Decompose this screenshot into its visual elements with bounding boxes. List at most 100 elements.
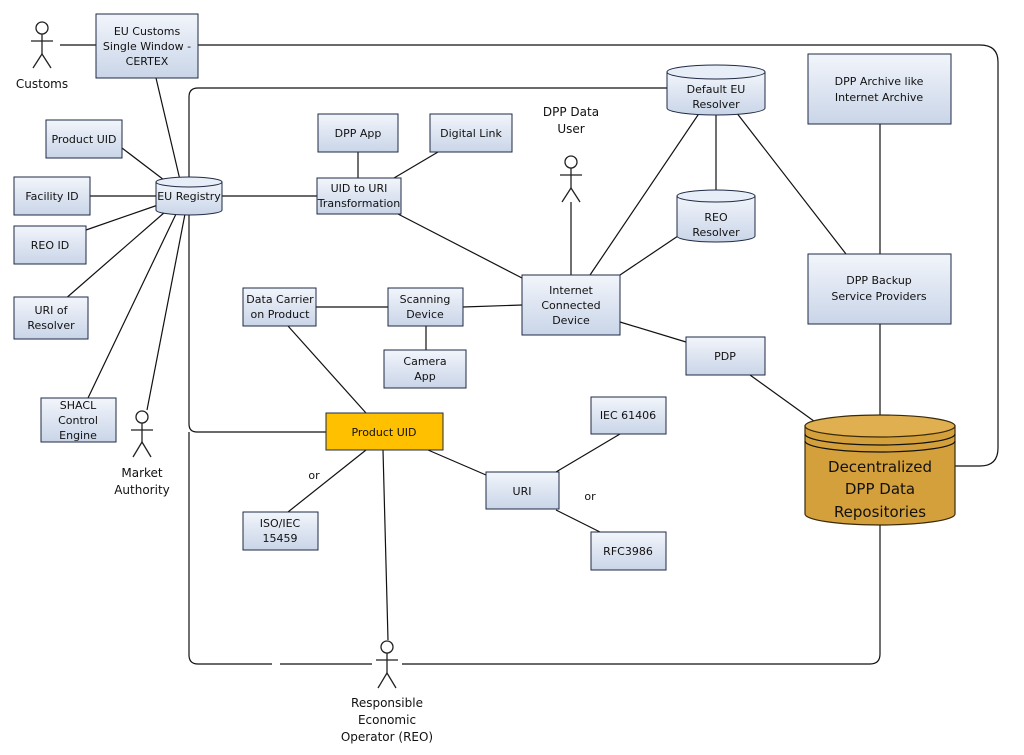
reo-line-1: Responsible [351,696,423,710]
dpp-data-user-actor-icon [560,155,582,203]
reo-resolver-line-2: Resolver [692,226,740,239]
data-carrier-line-2: on Product [251,308,311,321]
reo-line-3: Operator (REO) [341,730,433,744]
connector-defaultresolver-internet [589,111,701,276]
reo-actor: Responsible Economic Operator (REO) [341,640,433,744]
connector-digitallink-uidtouri [393,151,439,179]
connector-pdp-repositories [749,374,819,425]
connector-customs-to-repositories [198,44,999,467]
dpp-archive-box: DPP Archive like Internet Archive [807,53,952,125]
connector-productuid-registry [121,147,165,181]
dpp-data-user-actor: DPP Data User [543,105,599,203]
reo-actor-icon [376,640,398,689]
uid-to-uri-box: UID to URI Transformation [316,177,402,215]
market-authority-line-1: Market [121,466,163,480]
scanning-device-box: Scanning Device [387,287,464,327]
connector-registry-frame-left [188,210,326,433]
connector-scanning-internet [462,304,523,308]
or-annotation-left: or [308,469,320,482]
default-eu-resolver-cylinder: Default EU Resolver [666,64,766,116]
uid-to-uri-line-1: UID to URI [331,182,388,195]
data-carrier-line-1: Data Carrier [246,293,314,306]
connector-customs-registry [155,77,181,181]
internet-device-box: Internet Connected Device [521,274,621,336]
uid-to-uri-line-2: Transformation [317,197,401,210]
decentralized-line-1: Decentralized [828,458,932,476]
dpp-data-user-line-2: User [557,122,584,136]
connector-reoid-registry [85,204,159,231]
reo-id-box: REO ID [13,225,87,265]
product-uid-main-label: Product UID [351,426,416,439]
connector-reoresolver-internet [619,235,679,276]
eu-customs-line-2: Single Window - [103,40,191,53]
connectors [60,44,999,665]
digital-link-box: Digital Link [429,113,513,153]
dpp-archive-line-2: Internet Archive [835,91,924,104]
eu-registry-cylinder: EU Registry [155,176,223,216]
product-uid-small-label: Product UID [51,133,116,146]
pdp-box: PDP [685,336,766,376]
dpp-app-label: DPP App [335,127,382,140]
default-eu-resolver-line-2: Resolver [692,98,740,111]
dpp-archive-line-1: DPP Archive like [835,75,924,88]
product-uid-small-box: Product UID [45,119,123,159]
connector-uri-iec [555,433,621,473]
iec-61406-box: IEC 61406 [590,396,667,435]
internet-device-line-1: Internet [549,284,593,297]
dpp-app-box: DPP App [317,113,399,153]
pdp-label: PDP [714,350,736,363]
iso-iec-box: ISO/IEC 15459 [242,511,319,551]
connector-uidtouri-internet [397,213,523,279]
dpp-backup-line-2: Service Providers [831,290,926,303]
reo-resolver-line-1: REO [704,211,728,224]
internet-device-line-3: Device [552,314,590,327]
connector-productuid-iso [287,449,367,513]
decentralized-line-3: Repositories [834,503,926,521]
scanning-device-line-1: Scanning [400,293,451,306]
connector-internet-pdp [619,321,687,343]
connector-registry-frame-top [188,87,667,185]
market-authority-actor-icon [131,410,153,458]
shacl-line-1: SHACL [60,399,97,412]
rfc3986-box: RFC3986 [590,531,667,571]
uri-of-resolver-line-2: Resolver [27,319,75,332]
or-annotation-right: or [584,490,596,503]
decentralized-line-2: DPP Data [845,480,915,498]
facility-id-box: Facility ID [13,176,91,216]
uri-label: URI [513,485,532,498]
connector-defaultresolver-backup [735,111,847,255]
eu-customs-line-1: EU Customs [114,25,181,38]
customs-actor: Customs [16,21,68,91]
shacl-box: SHACL Control Engine [40,397,117,443]
internet-device-line-2: Connected [541,299,600,312]
decentralized-repositories-cylinder: Decentralized DPP Data Repositories [804,414,956,526]
scanning-device-line-2: Device [406,308,444,321]
shacl-line-2: Control [58,414,98,427]
connector-frame-bottom [188,432,272,665]
dpp-data-user-line-1: DPP Data [543,105,599,119]
market-authority-actor: Market Authority [114,410,170,497]
digital-link-label: Digital Link [440,127,502,140]
eu-customs-line-3: CERTEX [126,55,169,68]
connector-market-registry [146,213,186,411]
customs-actor-label: Customs [16,77,68,91]
connector-productuid-reo [382,449,389,641]
facility-id-label: Facility ID [25,190,78,203]
connector-uri-resolver-registry [63,211,166,301]
dpp-backup-box: DPP Backup Service Providers [807,253,952,325]
customs-actor-icon [31,21,53,69]
iec-61406-label: IEC 61406 [600,409,656,422]
uri-box: URI [485,471,560,510]
connector-productuid-uri [427,449,487,476]
reo-line-2: Economic [358,713,416,727]
market-authority-line-2: Authority [114,483,170,497]
iso-iec-line-1: ISO/IEC [260,517,301,530]
product-uid-main-box: Product UID [325,412,444,451]
camera-app-line-2: App [414,370,436,383]
connector-shacl-registry [87,213,177,399]
connector-reo-to-repositories [402,522,881,665]
connector-datacarrier-productuid [287,325,367,414]
data-carrier-box: Data Carrier on Product [242,287,317,327]
eu-registry-label: EU Registry [157,190,221,203]
